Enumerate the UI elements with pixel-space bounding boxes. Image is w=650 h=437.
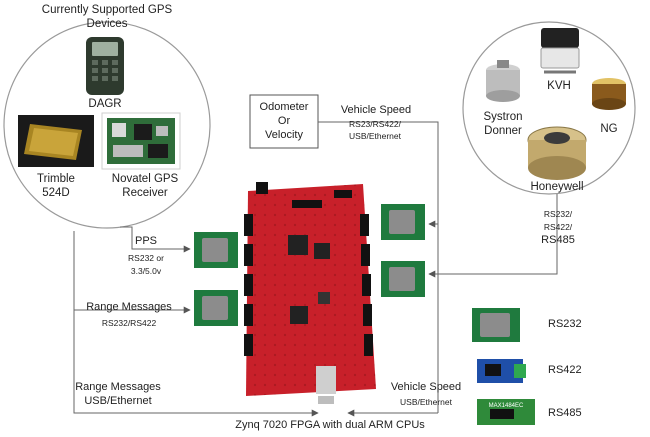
odometer-line1: Odometer <box>259 101 309 113</box>
vehicle-speed-top-title: Vehicle Speed <box>340 104 412 116</box>
rs485-chip-label: MAX1484EC <box>489 403 524 409</box>
vehicle-speed-top-sub1: RS23/RS422/ <box>349 119 401 129</box>
ng-imu-image <box>592 78 626 110</box>
board-label: Zynq 7020 FPGA with dual ARM CPUs <box>235 419 425 431</box>
trimble-label-line1: Trimble <box>37 173 75 185</box>
dagr-label: DAGR <box>88 98 122 110</box>
vehicle-speed-serial-connection <box>318 121 439 228</box>
imu-interface-line3: RS485 <box>541 234 575 246</box>
legend-rs485-label: RS485 <box>548 407 582 419</box>
systron-label-line1: Systron <box>483 111 523 123</box>
imu-connection <box>428 194 558 278</box>
dagr-device-image <box>86 37 124 95</box>
systron-donner-imu-image <box>486 60 520 102</box>
imu-interface-line1: RS232/ <box>543 209 573 219</box>
kvh-imu-image <box>540 28 580 74</box>
range-usb-line2: USB/Ethernet <box>84 395 152 407</box>
rs422-module-image <box>477 359 526 383</box>
systron-label-line2: Donner <box>484 125 522 137</box>
range-usb-line1: Range Messages <box>75 381 161 393</box>
range-serial-sub: RS232/RS422 <box>101 318 157 328</box>
zynq-board-image <box>244 182 376 404</box>
odometer-box <box>249 94 319 149</box>
odometer-line3: Velocity <box>265 129 303 141</box>
range-serial-title: Range Messages <box>86 301 172 313</box>
pps-serial-module-image <box>194 232 238 268</box>
gps-title-line2: Devices <box>86 18 128 30</box>
pps-sub2: 3.3/5.0v <box>130 266 162 276</box>
rs232-module-image <box>472 308 520 342</box>
trimble-524d-image <box>18 115 94 167</box>
novatel-label-line1: Novatel GPS <box>111 173 179 185</box>
kvh-label: KVH <box>547 80 571 92</box>
range-usb-connection <box>73 310 319 417</box>
rs485-module-image: MAX1484EC <box>477 399 535 425</box>
range-serial-module-image <box>194 290 238 326</box>
ng-label: NG <box>600 123 618 135</box>
pps-connection <box>120 226 191 253</box>
novatel-label-line2: Receiver <box>122 187 168 199</box>
pps-title: PPS <box>134 235 158 247</box>
vehicle-speed-bottom-title: Vehicle Speed <box>390 381 462 393</box>
honeywell-label: Honeywell <box>530 181 584 193</box>
vehicle-speed-serial-module-image <box>381 204 425 240</box>
honeywell-imu-image <box>527 126 587 180</box>
vehicle-speed-bottom-sub: USB/Ethernet <box>400 397 452 407</box>
gps-title-line1: Currently Supported GPS <box>41 4 173 16</box>
pps-sub1: RS232 or <box>128 253 164 263</box>
legend-rs422-label: RS422 <box>548 364 582 376</box>
novatel-receiver-image <box>101 112 181 170</box>
imu-interface-line2: RS422/ <box>543 222 573 232</box>
odometer-line2: Or <box>277 115 291 127</box>
vehicle-speed-top-sub2: USB/Ethernet <box>349 131 401 141</box>
imu-serial-module-image <box>381 261 425 297</box>
legend-rs232-label: RS232 <box>548 318 582 330</box>
trimble-label-line2: 524D <box>42 187 70 199</box>
